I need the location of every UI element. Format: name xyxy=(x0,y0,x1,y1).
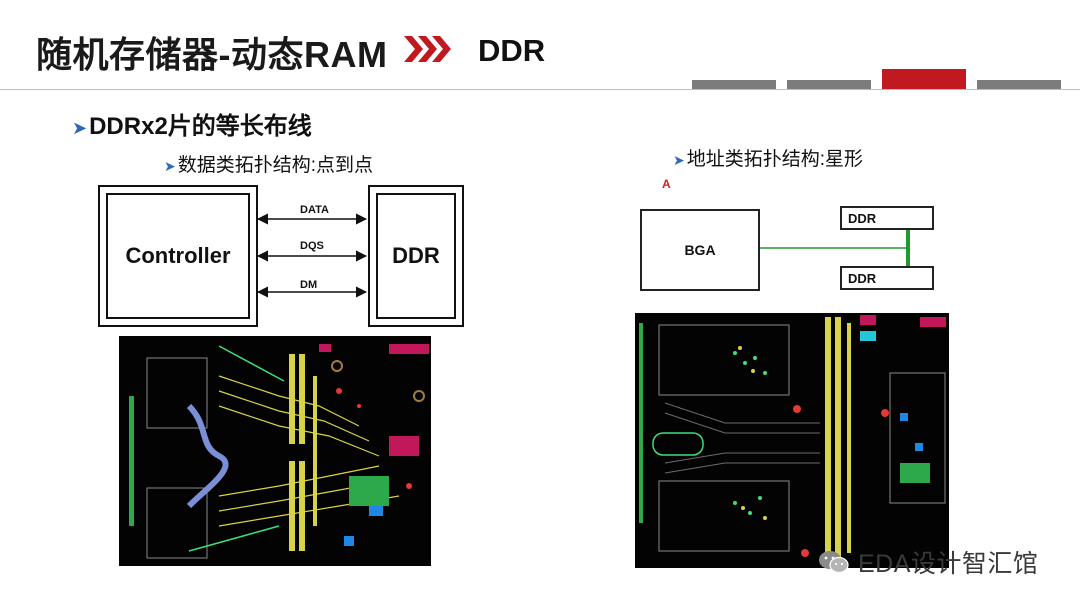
bga-block: BGA xyxy=(640,209,760,291)
signal-label-dqs: DQS xyxy=(300,240,324,252)
data-topology-label: ➤数据类拓扑结构:点到点 xyxy=(164,150,373,177)
progress-tab-1 xyxy=(692,80,776,89)
wechat-icon xyxy=(819,551,849,574)
bullet-arrow-icon: ➤ xyxy=(164,158,176,174)
progress-tab-4 xyxy=(977,80,1061,89)
data-topology-label-text: 数据类拓扑结构:点到点 xyxy=(177,155,374,176)
triple-chevron-right-icon xyxy=(404,36,451,62)
ddr-block: DDR xyxy=(368,185,464,327)
progress-tab-2 xyxy=(787,80,871,89)
ddr-chip-2: DDR xyxy=(840,266,934,290)
address-topology-label: ➤地址类拓扑结构:星形 xyxy=(673,144,863,171)
bullet-arrow-icon: ➤ xyxy=(72,118,88,138)
pcb-layout-image-data xyxy=(119,336,431,566)
ddr-chip-1: DDR xyxy=(840,206,934,230)
header-divider xyxy=(0,89,1080,90)
signal-label-data: DATA xyxy=(300,204,329,216)
pcb-layout-image-address xyxy=(635,313,949,568)
signal-label-dm: DM xyxy=(300,279,318,291)
ddr-label: DDR xyxy=(376,193,456,319)
controller-block: Controller xyxy=(98,185,258,327)
bullet-arrow-icon: ➤ xyxy=(673,152,685,168)
progress-tab-3-active xyxy=(882,69,966,89)
address-topology-label-text: 地址类拓扑结构:星形 xyxy=(686,149,864,170)
section-heading: ➤DDRx2片的等长布线 xyxy=(72,106,312,141)
section-heading-text: DDRx2片的等长布线 xyxy=(89,113,312,140)
slide-subtitle: DDR xyxy=(478,33,546,68)
controller-label: Controller xyxy=(106,193,250,319)
slide-title: 随机存储器-动态RAM xyxy=(36,34,388,75)
watermark-text: EDA设计智汇馆 xyxy=(858,550,1039,578)
marker-a: A xyxy=(662,177,671,191)
watermark: EDA设计智汇馆 xyxy=(818,544,1038,580)
